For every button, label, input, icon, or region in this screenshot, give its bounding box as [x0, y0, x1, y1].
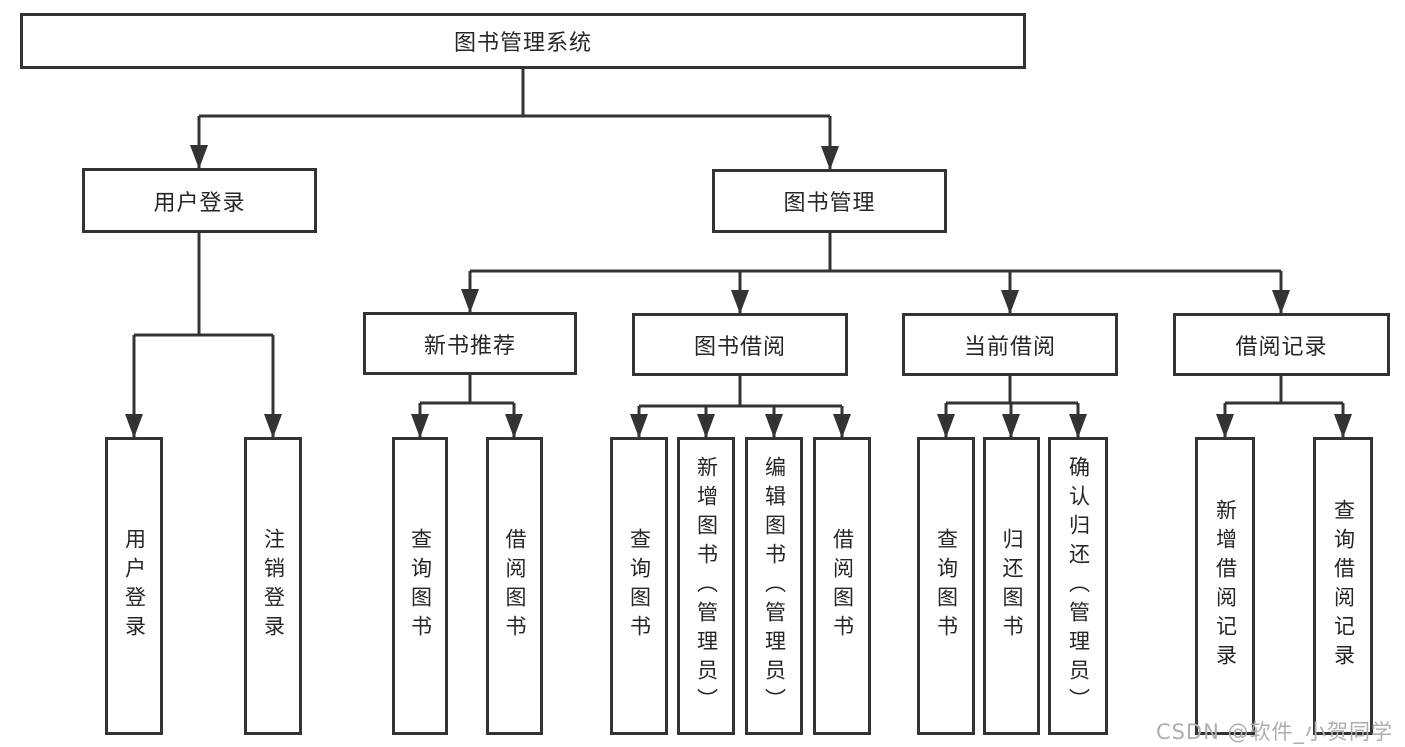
- leaf-borrow-query-book: 查询图书: [610, 437, 668, 735]
- leaf-logout: 注销登录: [244, 437, 302, 735]
- node-user-login: 用户登录: [82, 168, 317, 233]
- leaf-borrow-query-book-label: 查询图书: [627, 528, 652, 644]
- node-borrow-record: 借阅记录: [1173, 313, 1390, 376]
- node-root-system: 图书管理系统: [20, 13, 1026, 69]
- leaf-logout-label: 注销登录: [261, 528, 286, 644]
- leaf-borrow-book: 借阅图书: [813, 437, 871, 735]
- leaf-add-book-admin: 新增图书（管理员）: [677, 437, 735, 735]
- leaf-confirm-return-admin: 确认归还（管理员）: [1048, 437, 1108, 735]
- leaf-return-book-label: 归还图书: [1000, 528, 1024, 644]
- node-book-borrow-label: 图书借阅: [693, 334, 786, 360]
- node-user-login-label: 用户登录: [153, 190, 246, 216]
- node-current-borrow: 当前借阅: [902, 313, 1118, 376]
- node-book-management-label: 图书管理: [783, 191, 876, 216]
- leaf-edit-book-admin-label: 编辑图书（管理员）: [762, 455, 787, 717]
- leaf-current-query-book: 查询图书: [917, 437, 975, 735]
- leaf-query-borrow-record-label: 查询借阅记录: [1331, 499, 1356, 673]
- leaf-current-query-book-label: 查询图书: [934, 528, 959, 644]
- leaf-add-borrow-record-label: 新增借阅记录: [1213, 499, 1238, 673]
- leaf-recommend-borrow-book: 借阅图书: [486, 437, 543, 735]
- leaf-query-borrow-record: 查询借阅记录: [1313, 437, 1373, 735]
- leaf-add-borrow-record: 新增借阅记录: [1195, 437, 1255, 735]
- node-new-book-recommend-label: 新书推荐: [423, 333, 516, 359]
- node-current-borrow-label: 当前借阅: [963, 334, 1056, 360]
- leaf-borrow-book-label: 借阅图书: [830, 528, 855, 644]
- leaf-edit-book-admin: 编辑图书（管理员）: [745, 437, 803, 735]
- node-borrow-record-label: 借阅记录: [1235, 334, 1328, 360]
- node-root-system-label: 图书管理系统: [453, 31, 592, 56]
- csdn-watermark: CSDN @软件_小贺同学: [1155, 720, 1393, 744]
- leaf-user-login-label: 用户登录: [122, 528, 147, 644]
- leaf-add-book-admin-label: 新增图书（管理员）: [694, 455, 719, 717]
- node-book-borrow: 图书借阅: [632, 313, 848, 376]
- leaf-confirm-return-admin-label: 确认归还（管理员）: [1066, 455, 1091, 717]
- node-book-management: 图书管理: [712, 169, 947, 233]
- leaf-user-login: 用户登录: [105, 437, 163, 735]
- leaf-recommend-query-book-label: 查询图书: [408, 528, 433, 644]
- leaf-recommend-query-book: 查询图书: [392, 437, 448, 735]
- leaf-return-book: 归还图书: [983, 437, 1040, 735]
- leaf-recommend-borrow-book-label: 借阅图书: [503, 528, 527, 644]
- node-new-book-recommend: 新书推荐: [363, 312, 577, 375]
